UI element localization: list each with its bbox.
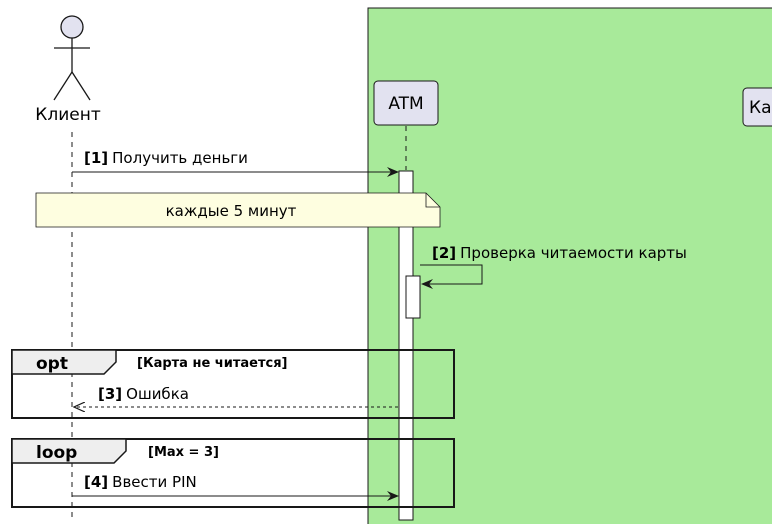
client-label: Клиент (35, 105, 101, 125)
message-3-label: [3]Ошибка (98, 385, 189, 403)
opt-frame-condition: [Карта не читается] (137, 356, 288, 371)
note-box (35, 192, 441, 228)
loop-frame-tab (11, 438, 127, 464)
atm-participant-box (373, 80, 439, 126)
loop-frame (11, 438, 455, 508)
message-2-arrow (420, 264, 483, 289)
loop-frame-label: loop (36, 443, 77, 463)
loop-frame-condition: [Max = 3] (148, 445, 219, 460)
client-actor-icon (53, 15, 91, 101)
message-4-label: [4]Ввести PIN (84, 473, 197, 491)
opt-frame-tab (11, 349, 117, 375)
opt-frame (11, 349, 455, 419)
message-2-label: [2]Проверка читаемости карты (432, 244, 687, 262)
message-1-label: [1]Получить деньги (84, 149, 248, 167)
card-participant-label: Ка (749, 98, 772, 118)
note-text: каждые 5 минут (166, 202, 297, 220)
card-participant-box (742, 87, 772, 127)
atm-self-activation-bar (405, 275, 421, 319)
opt-frame-label: opt (36, 354, 68, 374)
atm-activation-bar (398, 170, 414, 521)
atm-label: ATM (388, 94, 423, 114)
